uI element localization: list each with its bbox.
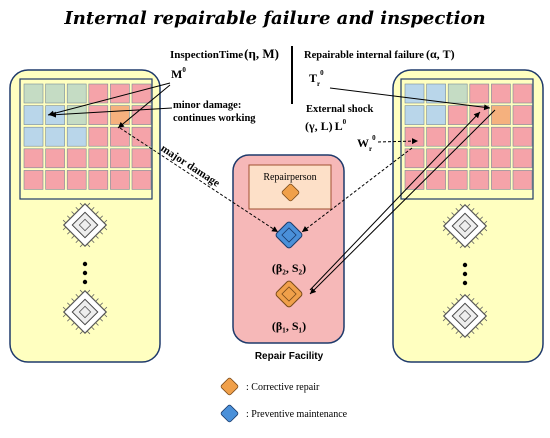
grid-cell [469, 83, 490, 104]
grid-cell [426, 105, 446, 125]
grid-cell [88, 126, 109, 147]
diagram-title: Internal repairable failure and inspecti… [63, 8, 485, 29]
repair-return-arrow [309, 109, 496, 295]
repair-to-machine-arrow [309, 111, 481, 291]
grid-cell [66, 170, 87, 190]
inspection-symbol: M0 [171, 66, 186, 81]
grid-cell [404, 105, 425, 125]
grid-cell [491, 126, 511, 147]
grid-cell [131, 83, 152, 104]
grid-cell [491, 105, 511, 125]
grid-cell [447, 83, 468, 104]
inspection-arrow [117, 84, 171, 129]
grid-cell [404, 148, 425, 169]
right-ellipsis-dot [462, 280, 468, 286]
preventive-chip-icon [275, 221, 303, 249]
repairable-failure-label: Repairable internal failure(α, T) [304, 47, 455, 61]
repairperson-chip-icon [281, 183, 300, 202]
grid-cell [512, 170, 533, 190]
grid-cell [447, 148, 468, 169]
beta2-label: (β₂, S₂) [272, 261, 306, 275]
grid-cell [447, 170, 468, 190]
grid-cell [512, 148, 533, 169]
inspection-label: InspectionTime(η, M) [170, 46, 279, 61]
legend: : Corrective repair : Preventive mainten… [220, 377, 348, 423]
grid-cell [66, 148, 87, 169]
legend-preventive-label: : Preventive maintenance [246, 409, 348, 420]
grid-cell [45, 83, 65, 104]
major-damage-label: major damage [158, 142, 222, 189]
external-shock-arrow [377, 138, 419, 145]
grid-cell [23, 148, 44, 169]
grid-cell [110, 126, 130, 147]
w-symbol: Wr0 [357, 134, 376, 153]
grid-cell [88, 170, 109, 190]
grid-cell [512, 83, 533, 104]
grid-cell [426, 170, 446, 190]
minor-damage-arrow [49, 107, 173, 118]
legend-corrective-icon [220, 377, 239, 396]
grid-cell [45, 170, 65, 190]
grid-cell [23, 83, 44, 104]
left-ellipsis-dot [82, 279, 88, 285]
grid-cell [88, 105, 109, 125]
grid-cell [23, 170, 44, 190]
repairable-symbol: Tr0 [309, 69, 324, 88]
repair-facility-label: Repair Facility [255, 351, 324, 362]
grid-cell [45, 126, 65, 147]
left-grid-frame [19, 78, 153, 200]
right-grid-frame [400, 78, 534, 200]
legend-corrective-label: : Corrective repair [246, 382, 320, 393]
grid-cell [88, 148, 109, 169]
grid-cell [110, 105, 130, 125]
corrective-chip-icon [275, 280, 303, 308]
grid-cell [447, 126, 468, 147]
grid-cell [491, 170, 511, 190]
grid-cell [491, 83, 511, 104]
grid-cell [447, 105, 468, 125]
legend-preventive-icon [220, 404, 239, 423]
grid-cell [404, 83, 425, 104]
major-damage-arrow [119, 127, 279, 233]
grid-cell [23, 105, 44, 125]
preventive-chip-core [281, 227, 297, 243]
right-ellipsis-dot [462, 262, 468, 268]
beta1-label: (β₁, S₁) [272, 319, 306, 333]
left-ellipsis-dot [82, 270, 88, 276]
grid-cell [512, 126, 533, 147]
external-shock-params: (γ, L)L0 [305, 118, 347, 133]
corrective-chip-core [281, 286, 297, 302]
grid-cell [23, 126, 44, 147]
repairperson-label: Repairperson [263, 172, 316, 183]
grid-cell [45, 148, 65, 169]
grid-cell [469, 148, 490, 169]
inspection-arrow [47, 82, 171, 117]
grid-cell [110, 83, 130, 104]
grid-cell [66, 126, 87, 147]
grid-cell [426, 126, 446, 147]
grid-cell [404, 126, 425, 147]
grid-cell [110, 170, 130, 190]
grid-cell [131, 148, 152, 169]
grid-cell [426, 83, 446, 104]
grid-cell [512, 105, 533, 125]
grid-cell [491, 148, 511, 169]
grid-cell [88, 83, 109, 104]
repairable-failure-arrow [329, 87, 491, 111]
right-ellipsis-dot [462, 271, 468, 277]
grid-cell [469, 170, 490, 190]
grid-cell [66, 105, 87, 125]
grid-cell [469, 126, 490, 147]
grid-cell [131, 170, 152, 190]
left-ellipsis-dot [82, 261, 88, 267]
grid-cell [110, 148, 130, 169]
grid-cell [131, 126, 152, 147]
external-shock-to-facility-arrow [301, 147, 413, 233]
grid-cell [469, 105, 490, 125]
grid-cell [66, 83, 87, 104]
minor-damage-label: minor damage: continues working [173, 100, 256, 124]
external-shock-label: External shock [306, 104, 374, 115]
